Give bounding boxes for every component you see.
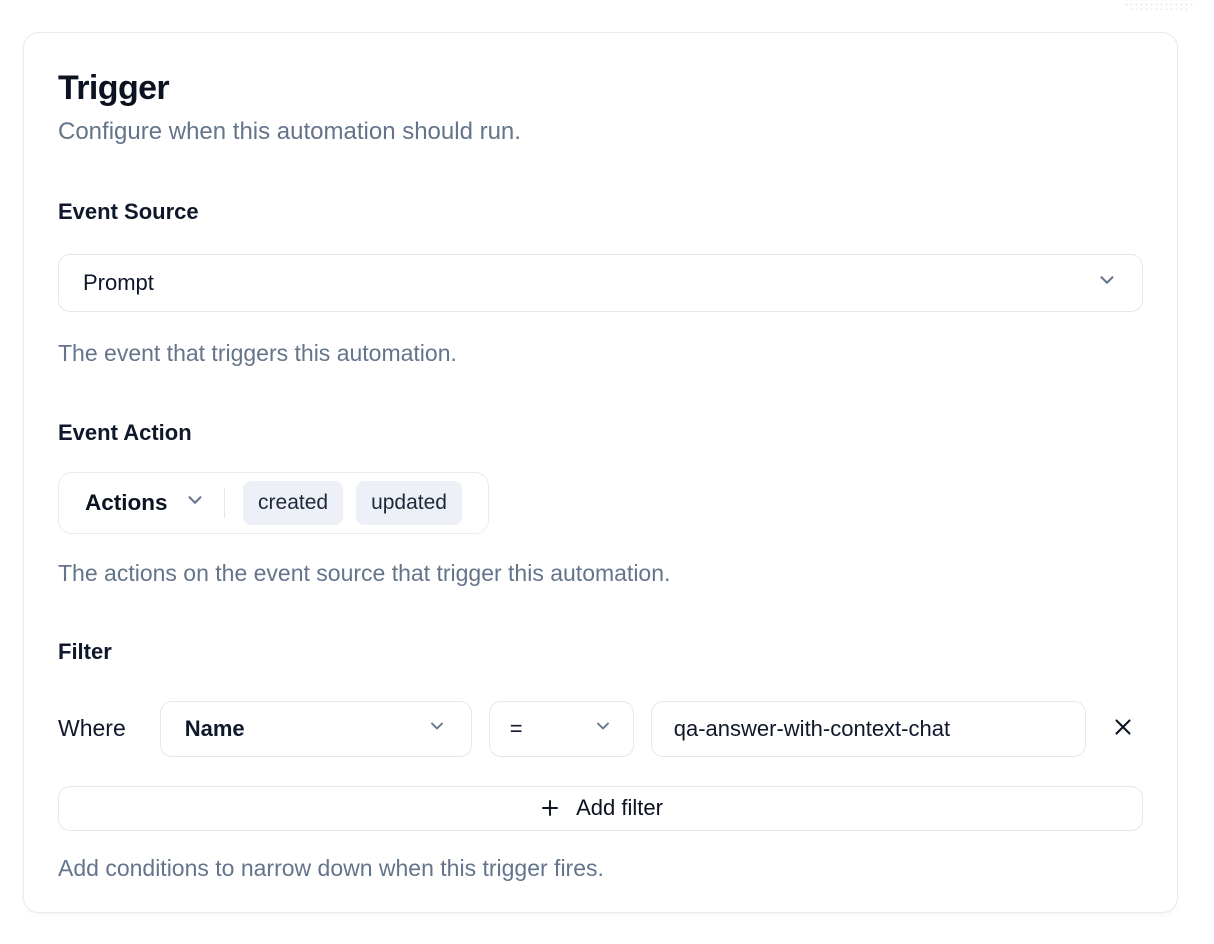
chevron-down-icon <box>427 716 447 742</box>
filter-field: Filter Where Name = <box>58 639 1143 881</box>
event-action-control: Actions created updated <box>58 472 489 535</box>
event-source-value: Prompt <box>83 269 154 295</box>
filter-value-input[interactable] <box>650 700 1086 757</box>
event-source-field: Event Source Prompt The event that trigg… <box>58 199 1143 366</box>
actions-dropdown[interactable]: Actions <box>85 489 206 517</box>
action-chip-created[interactable]: created <box>243 481 344 526</box>
filter-operator-select[interactable]: = <box>488 700 634 757</box>
add-filter-button[interactable]: Add filter <box>58 785 1143 831</box>
plus-icon <box>538 796 562 820</box>
chevron-down-icon <box>184 489 206 517</box>
chevron-down-icon <box>1096 269 1118 297</box>
event-action-label: Event Action <box>58 420 192 446</box>
filter-field-value: Name <box>184 715 245 741</box>
filter-row: Where Name = <box>58 700 1143 757</box>
divider <box>223 488 226 519</box>
chevron-down-icon <box>593 716 613 742</box>
filter-help: Add conditions to narrow down when this … <box>58 854 604 881</box>
filter-operator-value: = <box>509 715 523 741</box>
event-source-select[interactable]: Prompt <box>58 253 1143 312</box>
event-action-help: The actions on the event source that tri… <box>58 560 671 587</box>
actions-dropdown-label: Actions <box>85 490 168 516</box>
event-source-label: Event Source <box>58 198 199 224</box>
event-action-field: Event Action Actions created updated The… <box>58 420 1143 586</box>
remove-filter-button[interactable] <box>1103 709 1143 749</box>
page-subtitle: Configure when this automation should ru… <box>58 118 521 146</box>
action-chip-updated[interactable]: updated <box>356 481 462 526</box>
trigger-card: Trigger Configure when this automation s… <box>23 32 1178 913</box>
add-filter-label: Add filter <box>576 795 663 821</box>
where-label: Where <box>58 715 126 742</box>
filter-field-select[interactable]: Name <box>159 700 472 757</box>
event-source-help: The event that triggers this automation. <box>58 339 457 366</box>
partial-element-top-right <box>1124 0 1194 10</box>
close-icon <box>1110 714 1136 743</box>
page-title: Trigger <box>58 69 170 107</box>
filter-label: Filter <box>58 638 112 664</box>
